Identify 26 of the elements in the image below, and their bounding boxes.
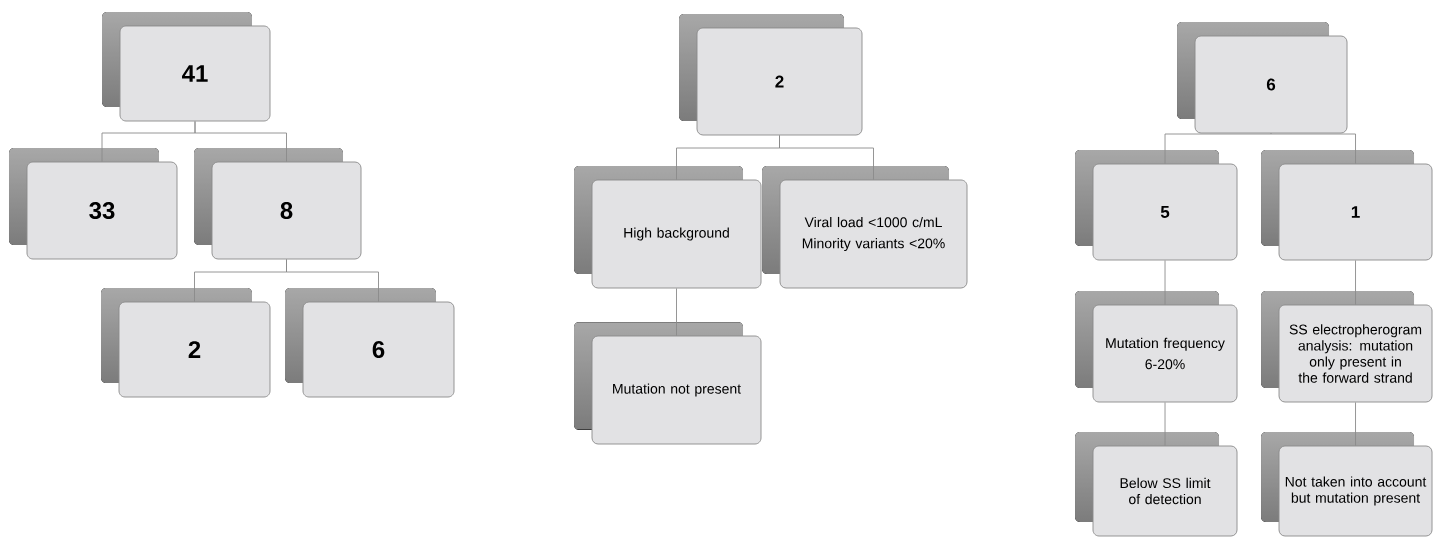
- stacked-box: SS electropherogram analysis: mutation only present in the forward strand: [1261, 291, 1433, 403]
- connector-line: [1355, 260, 1356, 305]
- connector-line: [1164, 402, 1166, 446]
- stacked-box: Mutation not present: [574, 322, 762, 445]
- stacked-box: High background: [574, 166, 762, 289]
- connector-line: [676, 288, 677, 336]
- stacked-box: Not taken into account but mutation present: [1261, 432, 1433, 537]
- stacked-box: Viral load <1000 c/mL Minority variants <20%: [762, 166, 968, 289]
- connector-line: [1270, 133, 1356, 164]
- stacked-box: 6: [285, 288, 455, 398]
- stacked-box: 2: [101, 288, 271, 398]
- connector-line: [286, 259, 379, 302]
- stacked-box: 41: [102, 12, 271, 122]
- stacked-box: 6: [1177, 22, 1348, 134]
- connector-line: [1355, 402, 1356, 446]
- connector-line: [1164, 133, 1272, 164]
- stacked-box: 2: [679, 14, 863, 136]
- connector-line: [1164, 260, 1166, 305]
- stacked-box: 5: [1075, 150, 1238, 261]
- stacked-box: Mutation frequency 6-20%: [1075, 291, 1238, 403]
- stacked-box: 33: [9, 148, 178, 260]
- stacked-box: 1: [1261, 150, 1433, 261]
- stacked-box: Below SS limit of detection: [1075, 432, 1238, 537]
- stacked-box: 8: [194, 148, 362, 260]
- connector-line: [194, 121, 287, 162]
- connector-line: [779, 135, 874, 180]
